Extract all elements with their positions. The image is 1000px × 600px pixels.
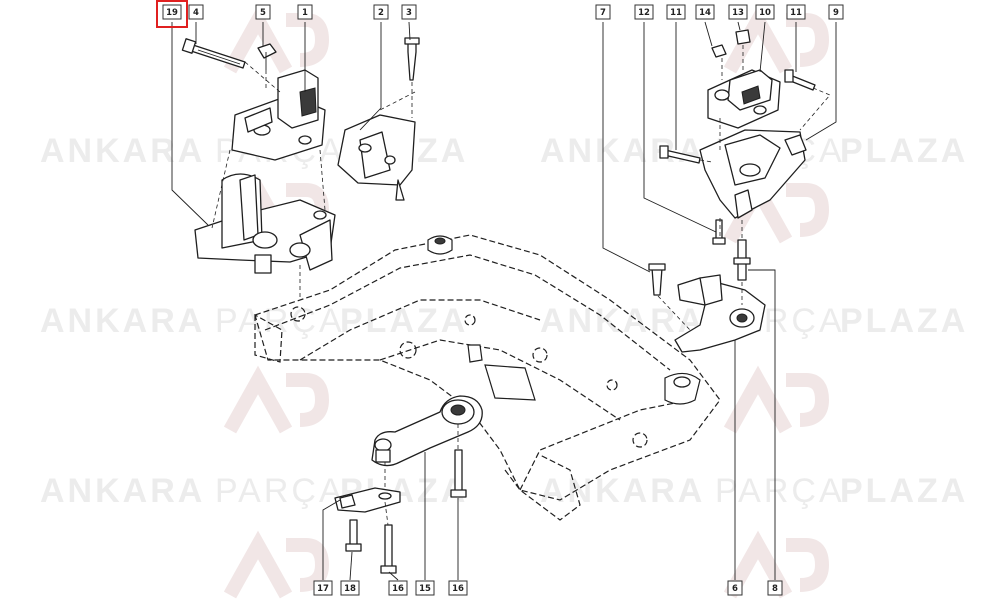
watermark-brand: PLAZA: [840, 472, 968, 510]
watermark-brand: ANKARA: [40, 302, 205, 340]
watermark-brand: PLAZA: [340, 302, 468, 340]
watermark-brand: ANKARA: [540, 132, 705, 170]
callout-3[interactable]: 3: [401, 4, 417, 20]
bolt-18: [345, 519, 362, 552]
watermark-row-1: ANKARA PARÇA PLAZA ANKARA PARÇA PLAZA: [40, 132, 968, 170]
leader-lines: [171, 21, 837, 581]
callout-9[interactable]: 9: [828, 4, 844, 20]
bracket-part-2: [337, 114, 416, 201]
front-subframe: [254, 234, 721, 521]
callout-5[interactable]: 5: [255, 4, 271, 20]
torque-rod-15: [371, 395, 483, 467]
watermark-brand: ANKARA: [540, 472, 705, 510]
callout-19[interactable]: 19: [156, 0, 188, 28]
bolt-11b: [784, 69, 816, 91]
svg-text:18: 18: [344, 584, 356, 594]
svg-text:5: 5: [260, 8, 266, 18]
watermark-brand: PLAZA: [840, 132, 968, 170]
svg-text:15: 15: [419, 584, 431, 594]
bracket-part-6: [674, 274, 766, 353]
engine-mount-upper-left: [181, 38, 336, 300]
callout-11a[interactable]: 11: [666, 4, 686, 20]
callout-14[interactable]: 14: [695, 4, 715, 20]
watermark-row-3: ANKARA PARÇA PLAZA ANKARA PARÇA PLAZA: [40, 472, 968, 510]
svg-text:19: 19: [166, 8, 178, 18]
stud-8: [733, 239, 751, 281]
watermark-brand: PARÇA: [715, 472, 845, 510]
svg-text:11: 11: [790, 8, 802, 18]
callout-7[interactable]: 7: [595, 4, 611, 20]
svg-text:16: 16: [392, 584, 404, 594]
watermark-brand: ANKARA: [40, 132, 205, 170]
callouts: 19 4 5 1 2 3 7 12: [156, 0, 844, 596]
svg-text:2: 2: [378, 8, 384, 18]
callout-15[interactable]: 15: [415, 580, 435, 596]
watermark-brand: ANKARA: [540, 302, 705, 340]
bolt-7: [648, 263, 666, 296]
watermark-brand: PARÇA: [215, 472, 345, 510]
bolt-11a: [659, 145, 701, 164]
bracket-part-17: [334, 487, 401, 513]
watermark-brand: PARÇA: [215, 302, 345, 340]
nut-14: [711, 44, 727, 58]
callout-11b[interactable]: 11: [786, 4, 806, 20]
svg-text:7: 7: [600, 8, 606, 18]
bolt-16b: [450, 449, 467, 498]
svg-text:12: 12: [638, 8, 650, 18]
callout-4[interactable]: 4: [188, 4, 204, 20]
callout-13[interactable]: 13: [728, 4, 748, 20]
svg-text:11: 11: [670, 8, 682, 18]
callout-8[interactable]: 8: [767, 580, 783, 596]
bracket-part-9: [699, 129, 807, 219]
callout-16b[interactable]: 16: [448, 580, 468, 596]
nut-13: [735, 29, 751, 45]
svg-text:17: 17: [317, 584, 329, 594]
bolt-4: [181, 38, 246, 69]
callout-6[interactable]: 6: [727, 580, 743, 596]
mount-part-1: [231, 69, 326, 161]
callout-16a[interactable]: 16: [388, 580, 408, 596]
svg-text:14: 14: [699, 8, 711, 18]
callout-12[interactable]: 12: [634, 4, 654, 20]
svg-text:1: 1: [302, 8, 308, 18]
svg-text:13: 13: [732, 8, 744, 18]
watermark-brand: ANKARA: [40, 472, 205, 510]
callout-18[interactable]: 18: [340, 580, 360, 596]
callout-1[interactable]: 1: [297, 4, 313, 20]
mount-part-19: [194, 173, 336, 274]
callout-2[interactable]: 2: [373, 4, 389, 20]
svg-text:3: 3: [406, 8, 412, 18]
bolt-3: [404, 37, 420, 81]
callout-10[interactable]: 10: [755, 4, 775, 20]
svg-text:16: 16: [452, 584, 464, 594]
svg-text:4: 4: [193, 8, 199, 18]
nut-5: [257, 43, 277, 70]
bolt-12: [712, 219, 726, 245]
callout-17[interactable]: 17: [313, 580, 333, 596]
watermark-brand: PLAZA: [840, 302, 968, 340]
mount-part-10: [707, 69, 781, 129]
bolt-16a: [380, 524, 397, 574]
svg-text:9: 9: [833, 8, 839, 18]
svg-text:8: 8: [772, 584, 778, 594]
svg-text:6: 6: [732, 584, 738, 594]
svg-text:10: 10: [759, 8, 771, 18]
